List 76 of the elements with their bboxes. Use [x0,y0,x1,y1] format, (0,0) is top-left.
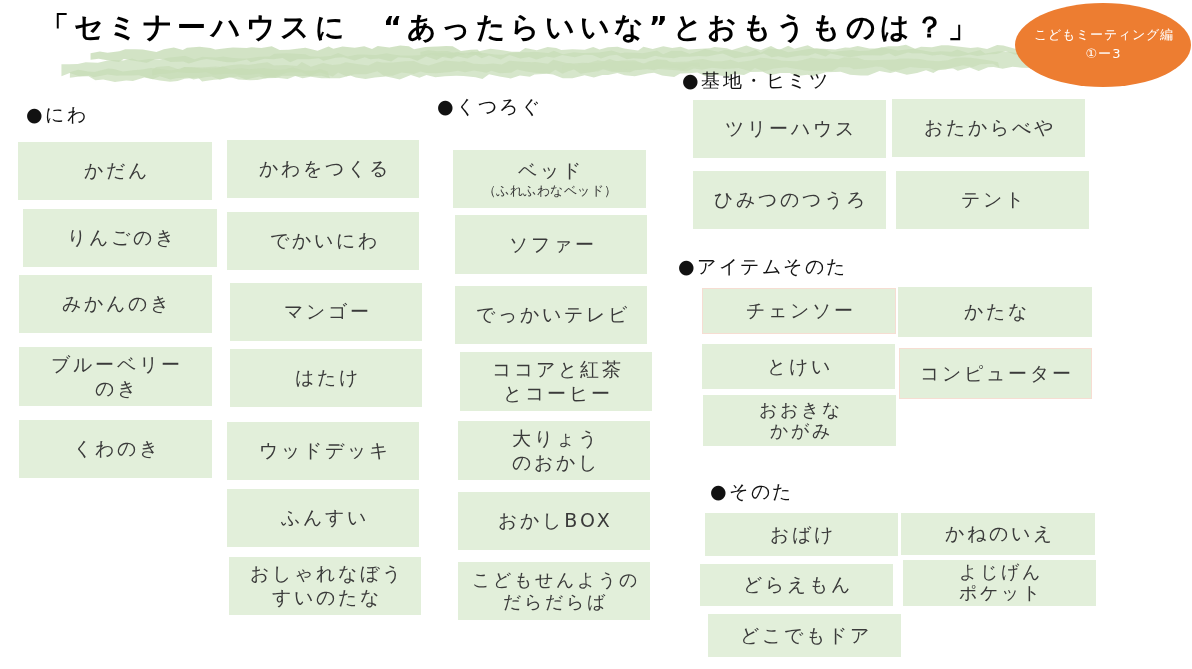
card-text: ベッド [517,159,584,183]
card-text: ふんすい [279,506,369,530]
idea-card [700,564,893,606]
card-text: おばけ [769,522,836,547]
card-text: おかしBOX [497,509,613,533]
section-heading: ●アイテムそのた [678,255,848,278]
card-text: ソファー [507,232,597,257]
idea-card [227,489,419,547]
idea-card [702,344,895,389]
idea-card [229,557,421,615]
idea-card [458,562,650,620]
idea-card [230,283,422,341]
section-heading: ●そのた [710,480,794,503]
card-text: かたな [962,300,1030,324]
tag-text: こどもミーティング編 [1032,26,1174,45]
idea-card [227,422,419,480]
idea-card [703,395,896,446]
idea-card [18,142,212,200]
section-heading: ●くつろぐ [437,95,543,118]
idea-card [458,421,650,480]
card-text: かわをつくる [257,157,391,181]
card-text: おおきなかがみ [758,399,844,442]
card-text: おたからべや [923,116,1056,140]
card-text: ココアと紅茶とコーヒー [490,357,625,406]
card-text: でっかいテレビ [474,303,630,327]
idea-card [455,215,647,274]
card-text: かだん [82,159,150,183]
idea-card [708,614,901,657]
idea-card [453,150,646,208]
idea-card [899,348,1092,399]
idea-card [460,352,652,411]
idea-card [693,171,886,229]
idea-card [227,140,419,198]
card-text: ツリーハウス [724,117,857,141]
idea-card [227,212,419,270]
idea-card [705,513,898,556]
card-subtext: （ふれふわなベッド） [481,182,618,199]
idea-card [458,492,650,550]
card-text: かねのいえ [943,522,1055,546]
card-text: とけい [766,354,833,379]
card-text: こどもせんようのだらだらば [470,568,641,614]
idea-card [898,287,1092,337]
card-text: どこでもドア [739,623,872,648]
section-heading: ●にわ [26,103,89,126]
card-text: でかいにわ [268,229,380,253]
card-text: おしゃれなぼうすいのたな [248,562,405,610]
card-text: コンピューター [919,361,1074,386]
card-text: みかんのき [61,292,172,316]
idea-card [896,171,1089,229]
card-text: どらえもん [742,573,853,597]
card-text: よじげんポケット [958,562,1044,604]
idea-card [702,288,896,334]
idea-card [19,347,212,406]
idea-card [19,275,212,333]
tag-text: ①ー3 [1084,45,1122,63]
idea-card [901,513,1095,555]
idea-card [455,286,647,344]
card-text: マンゴー [282,300,372,324]
card-text: りんごのき [65,226,177,250]
idea-card [19,420,212,478]
section-heading: ●基地・ヒミツ [682,69,831,92]
card-text: 大りょうのおかし [510,426,601,475]
idea-card [23,209,217,267]
card-text: はたけ [293,366,361,390]
card-text: ひみつのつうろ [713,188,868,212]
card-text: チェンソー [744,299,856,323]
card-text: くわのき [72,437,161,461]
card-text: テント [960,188,1027,212]
idea-card [903,560,1096,606]
tag-ellipse [1015,3,1191,87]
idea-card [892,99,1085,157]
title: 「セミナーハウスに “あったらいいな”とおもうものは？」 [40,10,982,45]
idea-card [693,100,886,158]
card-text: ブルーベリーのき [50,352,184,401]
card-text: ウッドデッキ [257,439,391,463]
idea-card [230,349,422,407]
